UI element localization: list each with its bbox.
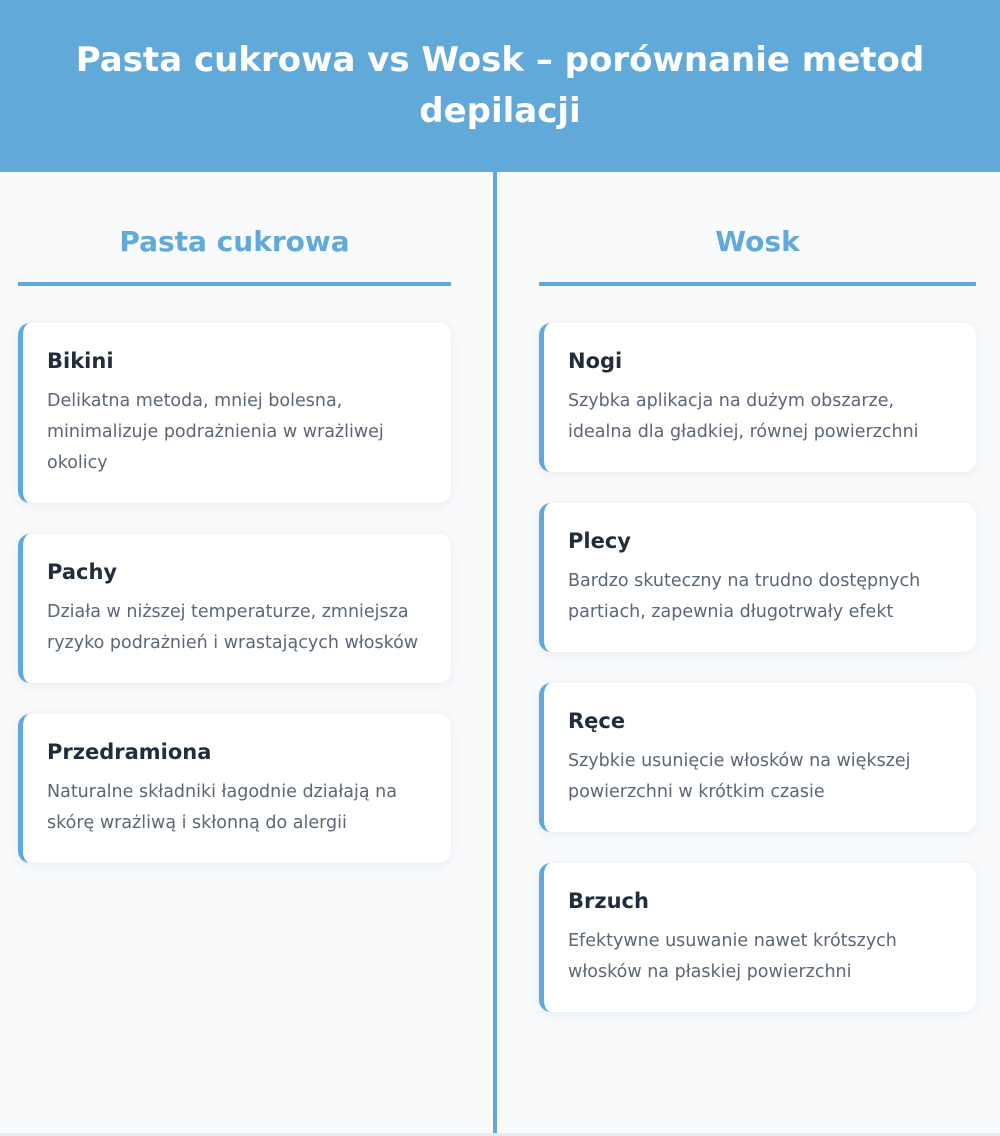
- card-list-wax: Nogi Szybka aplikacja na dużym obszarze,…: [539, 323, 976, 1012]
- card-title: Przedramiona: [47, 740, 212, 764]
- column-wax: Wosk Nogi Szybka aplikacja na dużym obsz…: [539, 172, 976, 1043]
- card-title: Pachy: [47, 560, 118, 584]
- card-rece: Ręce Szybkie usunięcie włosków na większ…: [539, 683, 976, 832]
- card-text: Delikatna metoda, mniej bolesna, minimal…: [47, 391, 384, 473]
- column-sugar-paste: Pasta cukrowa Bikini Delikatna metoda, m…: [18, 172, 451, 894]
- bottom-edge: [0, 1133, 1000, 1136]
- card-title: Nogi: [568, 349, 623, 373]
- card-text: Bardzo skuteczny na trudno dostępnych pa…: [568, 571, 921, 622]
- column-divider: [493, 172, 497, 1136]
- card-text: Szybkie usunięcie włosków na większej po…: [568, 751, 911, 802]
- card-text: Naturalne składniki łagodnie działają na…: [47, 782, 397, 833]
- card-przedramiona: Przedramiona Naturalne składniki łagodni…: [18, 714, 451, 863]
- card-brzuch: Brzuch Efektywne usuwanie nawet krótszyc…: [539, 863, 976, 1012]
- card-plecy: Plecy Bardzo skuteczny na trudno dostępn…: [539, 503, 976, 652]
- page-title: Pasta cukrowa vs Wosk – porównanie metod…: [75, 40, 925, 131]
- column-title-sugar-paste: Pasta cukrowa: [18, 172, 451, 286]
- card-title: Brzuch: [568, 889, 649, 913]
- column-title-wax: Wosk: [539, 172, 976, 286]
- card-nogi: Nogi Szybka aplikacja na dużym obszarze,…: [539, 323, 976, 472]
- card-title: Plecy: [568, 529, 631, 553]
- card-bikini: Bikini Delikatna metoda, mniej bolesna, …: [18, 323, 451, 503]
- card-title: Ręce: [568, 709, 626, 733]
- card-text: Szybka aplikacja na dużym obszarze, idea…: [568, 391, 919, 442]
- card-title: Bikini: [47, 349, 114, 373]
- card-text: Działa w niższej temperaturze, zmniejsza…: [47, 602, 419, 653]
- page-header: Pasta cukrowa vs Wosk – porównanie metod…: [0, 0, 1000, 172]
- card-list-sugar-paste: Bikini Delikatna metoda, mniej bolesna, …: [18, 323, 451, 863]
- card-pachy: Pachy Działa w niższej temperaturze, zmn…: [18, 534, 451, 683]
- card-text: Efektywne usuwanie nawet krótszych włosk…: [568, 931, 897, 982]
